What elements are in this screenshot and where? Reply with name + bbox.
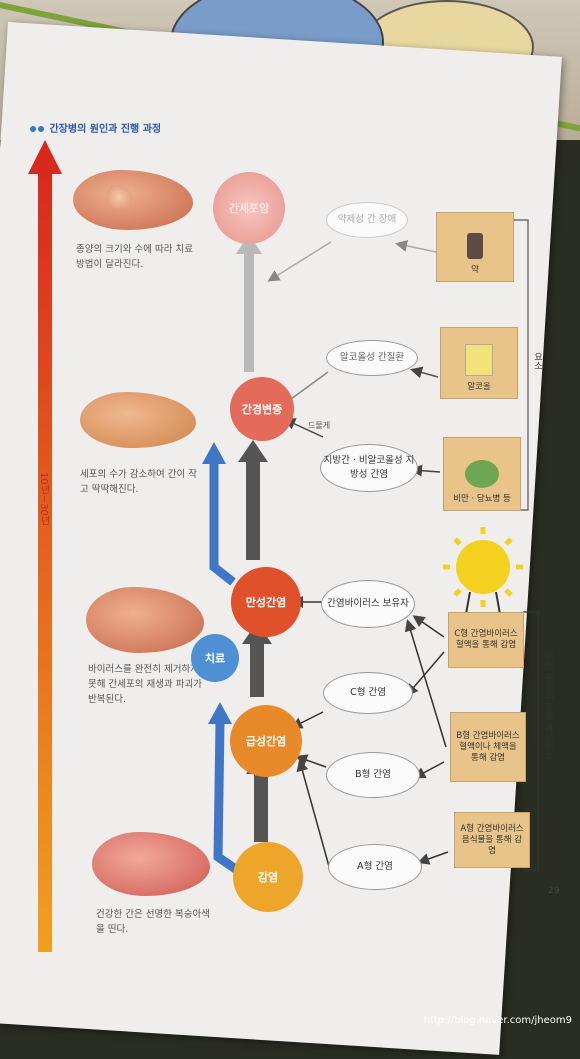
timeline-bar [38, 172, 52, 952]
pill-icon [467, 233, 483, 259]
arrow-infection-acute [253, 772, 268, 842]
arrow-acute-chronic [249, 642, 264, 697]
stage-cancer: 간세포암 [213, 172, 285, 244]
cause-drug-liver: 약제성 간 장애 [326, 202, 408, 238]
cause-hepatitis-c: C형 간염 [323, 672, 413, 714]
arrow-chronic-cirrhosis [246, 460, 260, 560]
timeline-arrowhead [28, 140, 62, 174]
cause-carrier: 간염바이러스 보유자 [321, 580, 415, 628]
arrow-treatment-blue [213, 721, 243, 876]
box-virus-b-label: B형 간염바이러스 혈액이나 체액을 통해 감염 [456, 730, 520, 763]
box-drug-label: 약 [471, 265, 479, 275]
box-virus-c-label: C형 간염바이러스 혈액을 통해 감염 [454, 629, 518, 650]
box-alcohol: 알코올 [440, 327, 518, 399]
box-alcohol-label: 알코올 [467, 382, 491, 392]
book-page: 간장병의 원인과 진행 과정 [0, 22, 562, 1055]
bracket-virus [523, 611, 539, 871]
cause-hepatitis-b: B형 간염 [326, 752, 420, 798]
cause-hepatitis-a: A형 간염 [328, 844, 422, 890]
sun-icon [443, 527, 523, 615]
label-sometimes: 드물게 [308, 421, 331, 430]
beer-icon [465, 344, 493, 376]
arrow-cirrhosis-cancer [244, 252, 255, 372]
stage-infection: 감염 [233, 842, 303, 912]
blog-watermark: http://blog.naver.com/jheom9 [423, 1015, 572, 1026]
label-lifestyle: 요소 [532, 352, 542, 370]
stage-chronic: 만성간염 [230, 567, 301, 637]
page-content: 간장병의 원인과 진행 과정 [8, 22, 563, 1012]
box-virus-c: C형 간염바이러스 혈액을 통해 감염 [448, 612, 524, 668]
liver-note-tumor: 종양의 크기와 수에 따라 치료 방법이 달라진다. [76, 244, 193, 270]
cause-fatty-liver: 지방간 · 비알코올성 지방성 간염 [320, 444, 418, 492]
liver-note-cirrhosis: 세포의 수가 감소하여 간이 작고 딱딱해진다. [80, 469, 197, 495]
label-virus-cause: 어떤 원인의 감염 바이러스 [543, 652, 553, 760]
arrow-chronic-blue [209, 462, 236, 586]
stage-cirrhosis: 간경변증 [230, 377, 294, 441]
box-virus-a-label: A형 간염바이러스 음식물을 통해 감염 [460, 823, 524, 856]
liver-note-healthy: 건강한 간은 선명한 복숭아색을 띤다. [95, 909, 210, 935]
liver-note-hepatitis: 바이러스를 완전히 제거하지 못해 간세포의 재생과 파괴가 반복된다. [88, 664, 202, 705]
stage-treatment: 치료 [191, 634, 240, 682]
box-obesity-label: 비만 · 당뇨병 등 [453, 494, 511, 504]
page-number: 29 [548, 886, 560, 896]
timeline-label: 10년~30년 [38, 472, 49, 526]
obese-person-icon [465, 460, 499, 488]
box-obesity: 비만 · 당뇨병 등 [443, 437, 521, 511]
box-virus-b: B형 간염바이러스 혈액이나 체액을 통해 감염 [450, 712, 526, 783]
box-virus-a: A형 간염바이러스 음식물을 통해 감염 [454, 812, 530, 868]
diagram-arrows [28, 140, 539, 952]
box-drug: 약 [436, 212, 514, 282]
cause-alcohol-liver: 알코올성 간질환 [326, 340, 418, 376]
stage-acute: 급성간염 [229, 705, 302, 777]
tumor-spot [106, 185, 132, 209]
